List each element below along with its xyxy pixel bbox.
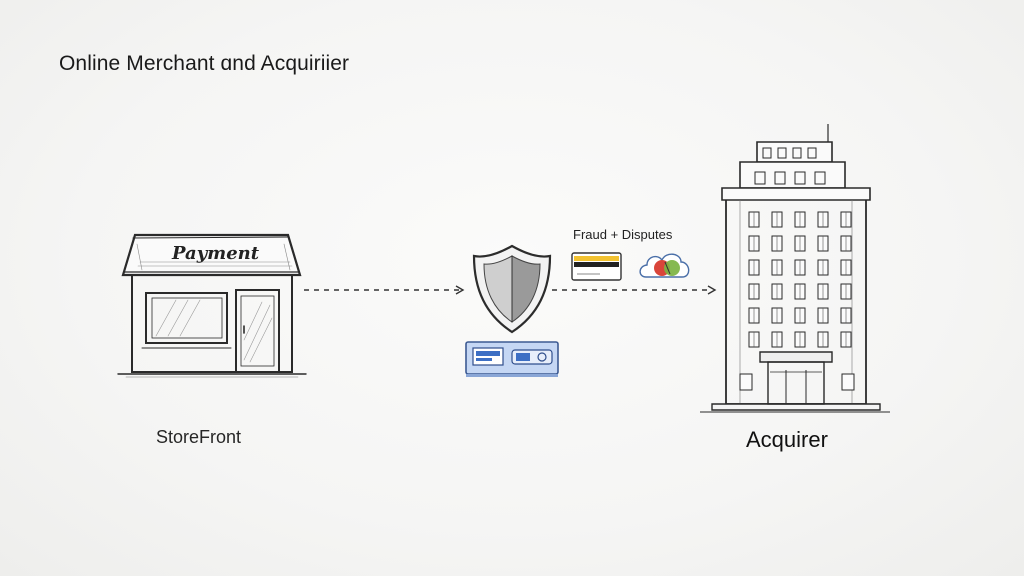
diagram-title: Online Merchant ɑnd Acquiriier — [59, 52, 350, 75]
building-window — [841, 373, 855, 391]
cloud-icon — [639, 253, 690, 278]
payment-terminal-icon — [465, 341, 559, 377]
bank-building-icon — [700, 124, 890, 413]
building-window — [739, 373, 753, 391]
storefront-label: StoreFront — [156, 427, 242, 447]
arrow-gateway-to-acquirer — [552, 285, 717, 295]
arrow-storefront-to-gateway — [304, 285, 465, 295]
fraud-disputes-label: Fraud + Disputes — [573, 227, 673, 242]
credit-card-icon — [571, 252, 622, 281]
acquirer-windows — [739, 211, 855, 391]
acquirer-label: Acquirer — [746, 427, 828, 452]
storefront-icon — [117, 233, 307, 378]
storefront-sign-text: Payment — [171, 243, 260, 264]
shield-icon — [472, 244, 552, 334]
